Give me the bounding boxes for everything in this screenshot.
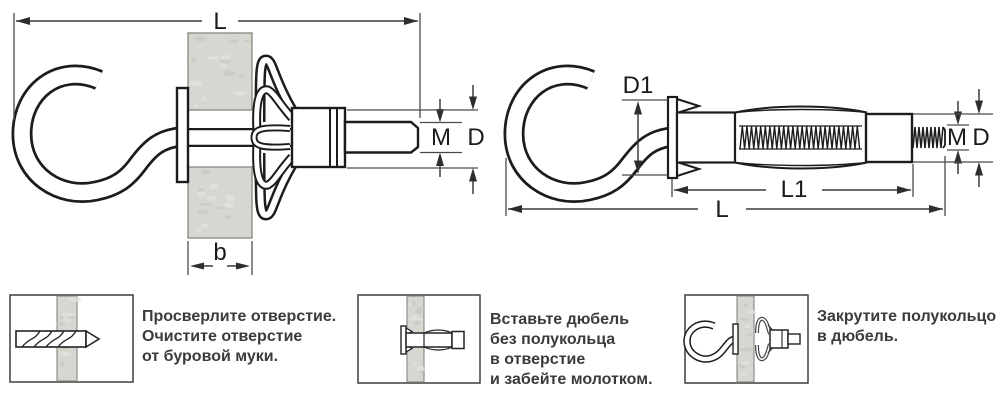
dimension-M-left: M [420,99,462,177]
dimension-D1: D1 [622,72,668,176]
step-2-line: в отверстие [490,351,586,368]
step-panel-3 [683,294,809,384]
step-panel-2 [357,294,481,384]
step-1-line: Просверлите отверстие. [142,308,337,325]
threaded-stud [343,120,420,154]
step-text-2: Вставьте дюбель без полукольца в отверст… [490,310,653,390]
step-1-line: Очистите отверстие [142,328,303,345]
dimension-b: b [187,239,253,275]
dimension-M-right: M [947,101,969,174]
step-2-line: без полукольца [490,331,616,348]
dim-label-D1: D1 [623,72,654,99]
dim-label-left-L: L [213,8,226,35]
step-1-line: от буровой муки. [142,348,279,365]
hook-outline-right [503,64,674,203]
dim-label-b: b [213,239,226,266]
dimension-D-left: D [347,85,485,194]
threaded-stud-right [912,126,946,149]
step-panel-1 [9,294,134,383]
step-text-3: Закрутите полукольцо в дюбель. [817,307,996,347]
dimension-L-right: L [505,156,946,223]
dim-label-right-D: D [972,124,989,151]
sleeve-end [290,106,347,169]
thread-window [739,126,861,149]
wall-section [187,32,253,239]
dimension-L-left: L [13,8,421,120]
step-3-line: Закрутите полукольцо [817,308,997,325]
expansion-petals [250,54,297,221]
step-2-line: Вставьте дюбель [490,311,630,328]
collar-flange [175,86,190,184]
step-2-line: и забейте молотком. [490,371,653,388]
sleeve-body [675,105,914,170]
dimension-D-right: D [913,89,993,187]
dim-label-left-D: D [467,124,484,151]
step-text-1: Просверлите отверстие. Очистите отверсти… [142,307,336,367]
step-3-line: в дюбель. [817,328,899,345]
figure-anchor-free: D1 M D L [503,64,993,223]
step-illustration-dowel [400,325,465,355]
dim-label-right-M: M [947,124,967,151]
dimension-L1: L1 [671,164,914,203]
hook-outline [11,64,182,203]
step-illustration-hook-installed [683,316,801,363]
figure-anchor-expanded: L M D b [11,8,485,275]
step-illustration-drill [15,329,101,349]
dim-label-left-M: M [431,124,451,151]
dim-label-L1: L1 [781,176,808,203]
dim-label-right-L: L [715,196,728,223]
